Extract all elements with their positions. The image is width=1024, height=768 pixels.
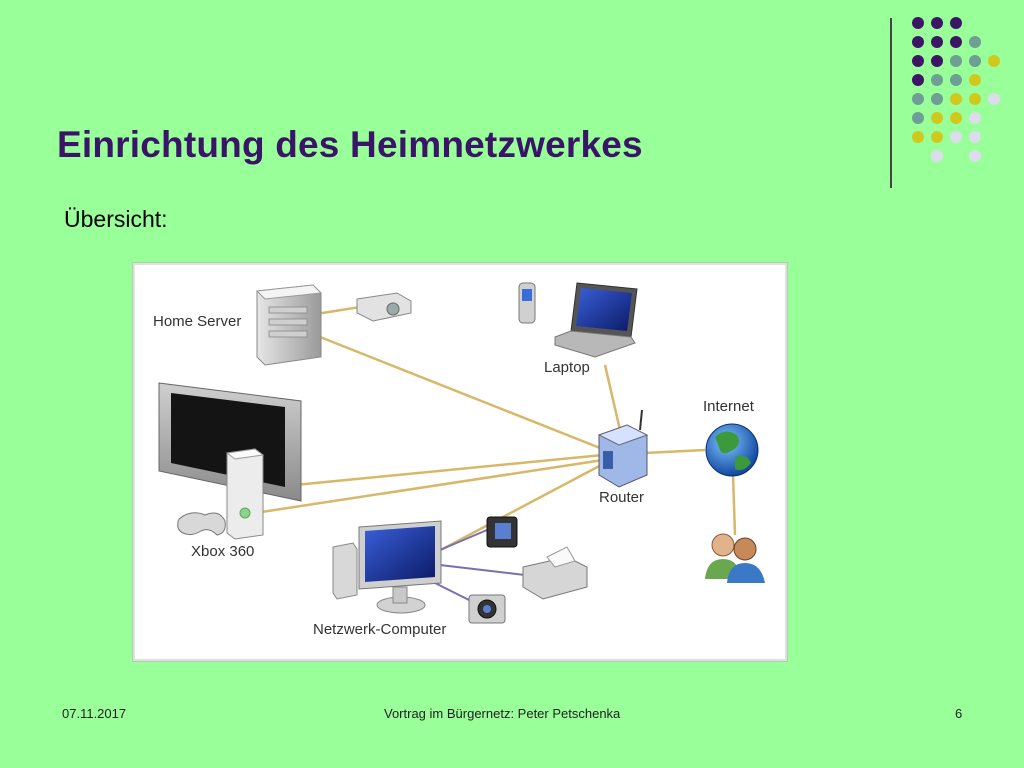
camcorder-icon — [486, 516, 518, 548]
network-diagram-graphics — [158, 282, 765, 624]
xbox-controller-icon — [177, 512, 226, 536]
label-xbox: Xbox 360 — [191, 543, 255, 560]
dot — [931, 112, 943, 124]
dot — [912, 131, 924, 143]
dot — [931, 93, 943, 105]
dot — [950, 36, 962, 48]
dot — [931, 150, 943, 162]
dot — [969, 74, 981, 86]
link-computer-printer — [439, 564, 526, 576]
dot — [950, 131, 962, 143]
dot — [912, 93, 924, 105]
dot — [912, 112, 924, 124]
link-computer-router — [434, 461, 606, 555]
network-diagram: Home Server Laptop Internet Router Xbox … — [133, 263, 787, 661]
slide-subtitle: Übersicht: — [64, 206, 168, 232]
xbox-console-icon — [225, 448, 265, 540]
dot — [912, 74, 924, 86]
dot — [912, 36, 924, 48]
footer-date: 07.11.2017 — [62, 706, 127, 721]
network-computer-icon — [332, 520, 442, 614]
dot — [931, 36, 943, 48]
label-router: Router — [599, 489, 645, 506]
slide-title: Einrichtung des Heimnetzwerkes — [57, 124, 643, 165]
link-computer-camera — [434, 582, 476, 604]
link-router-internet — [644, 448, 706, 455]
link-internet-users — [731, 474, 737, 536]
dot — [912, 17, 924, 29]
home-server-icon — [255, 284, 323, 366]
dot — [969, 150, 981, 162]
phone-icon — [518, 282, 536, 324]
dot — [988, 55, 1000, 67]
decorative-dot-grid — [912, 17, 1000, 162]
link-server-router — [309, 331, 606, 452]
dot — [969, 36, 981, 48]
dot — [969, 131, 981, 143]
dot — [931, 55, 943, 67]
dot — [988, 93, 1000, 105]
router-icon — [597, 409, 649, 488]
link-laptop-router — [603, 364, 622, 431]
label-home-server: Home Server — [153, 313, 242, 330]
dot — [969, 93, 981, 105]
projector-icon — [356, 292, 412, 322]
dot — [950, 17, 962, 29]
dot — [931, 74, 943, 86]
link-xbox-router — [254, 458, 604, 515]
dot — [931, 131, 943, 143]
tv-icon — [158, 382, 302, 502]
footer-presenter: Vortrag im Bürgernetz: Peter Petschenka — [384, 706, 621, 721]
dot — [950, 112, 962, 124]
dot — [912, 55, 924, 67]
computer-peripheral-lines — [434, 529, 526, 604]
printer-icon — [522, 546, 588, 600]
dot — [931, 17, 943, 29]
dot — [950, 74, 962, 86]
label-internet: Internet — [703, 398, 754, 415]
dot — [950, 55, 962, 67]
label-laptop: Laptop — [544, 359, 590, 376]
label-network-computer: Netzwerk-Computer — [313, 621, 447, 638]
link-tv-router — [294, 453, 604, 487]
connection-lines — [254, 305, 737, 555]
dot — [969, 112, 981, 124]
camera-icon — [468, 594, 506, 624]
footer-page-number: 6 — [955, 706, 963, 721]
dot — [969, 55, 981, 67]
laptop-icon — [554, 282, 638, 358]
dot — [950, 93, 962, 105]
decorative-divider — [890, 18, 892, 188]
globe-icon — [705, 423, 759, 477]
users-icon — [705, 533, 765, 583]
link-computer-camcorder — [439, 529, 488, 551]
